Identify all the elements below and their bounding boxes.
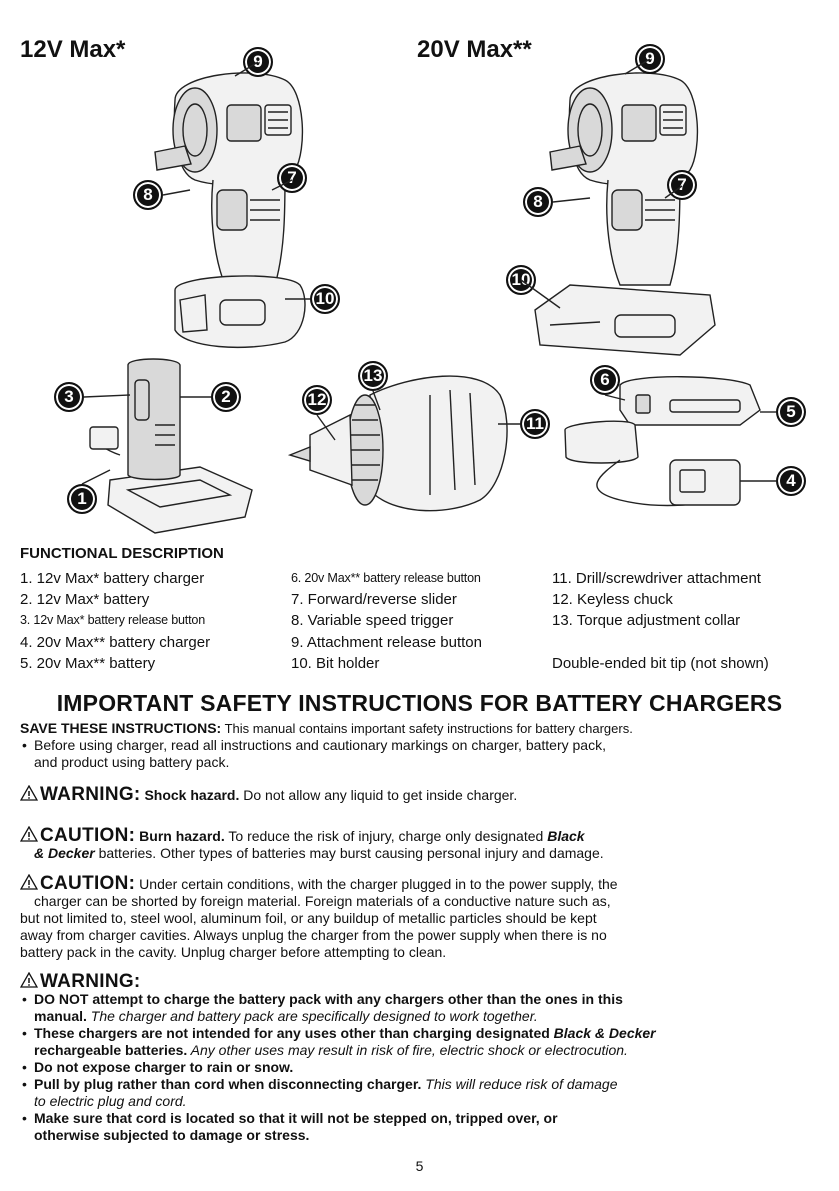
before-line-1: Before using charger, read all instructi… <box>34 737 606 753</box>
caution2-line-3: but not limited to, steel wool, aluminum… <box>20 910 597 926</box>
callout-1: 1 <box>67 484 97 514</box>
caution2-line-2: charger can be shorted by foreign materi… <box>34 893 611 909</box>
caution2-line-4: away from charger cavities. Always unplu… <box>20 927 607 943</box>
fd-spacer <box>552 632 769 653</box>
drill-20v-illustration <box>534 72 716 356</box>
model-title-20v: 20V Max** <box>417 36 532 63</box>
w2-b4-ital: This will reduce risk of damage <box>421 1076 618 1092</box>
fd-item-1: 1. 12v Max* battery charger <box>20 570 205 587</box>
caution1-text2: batteries. Other types of batteries may … <box>94 845 604 861</box>
fd-item-7: 7. Forward/reverse slider <box>291 591 457 609</box>
warning-triangle-icon <box>19 784 39 801</box>
w2-b3-bold: Do not expose charger to rain or snow. <box>34 1059 294 1075</box>
caution1-text: To reduce the risk of injury, charge onl… <box>224 828 548 844</box>
callout-7-12v: 7 <box>277 163 307 193</box>
warning-shock: WARNING: Shock hazard. Do not allow any … <box>19 784 825 805</box>
w2-b5-bold2: otherwise subjected to damage or stress. <box>34 1127 310 1143</box>
callout-10-20v: 10 <box>506 265 536 295</box>
w2-b2-bold2: rechargeable batteries. <box>34 1042 188 1058</box>
fd-item-4: 4. 20v Max** battery charger <box>20 633 211 651</box>
page-number: 5 <box>415 1158 424 1174</box>
functional-description-title: FUNCTIONAL DESCRIPTION <box>20 545 224 562</box>
callout-6: 6 <box>590 365 620 395</box>
caution2-line-5: battery pack in the cavity. Unplug charg… <box>20 944 447 960</box>
warning-bullet-5: Make sure that cord is located so that i… <box>20 1110 825 1127</box>
warning1-text: Do not allow any liquid to get inside ch… <box>239 787 518 803</box>
caution-burn: CAUTION: Burn hazard. To reduce the risk… <box>19 825 825 862</box>
callout-11: 11 <box>520 409 550 439</box>
caution-short: CAUTION: Under certain conditions, with … <box>19 873 825 961</box>
callout-7-20v: 7 <box>667 170 697 200</box>
w2-b2-bold: These chargers are not intended for any … <box>34 1025 554 1041</box>
burn-hazard: Burn hazard. <box>139 828 225 844</box>
callout-10-12v: 10 <box>310 284 340 314</box>
drill-attachment-illustration <box>287 375 508 512</box>
warning-triangle-icon <box>19 971 39 988</box>
shock-hazard: Shock hazard. <box>144 787 240 803</box>
caution2-line-1: Under certain conditions, with the charg… <box>135 876 618 892</box>
save-text: This manual contains important safety in… <box>221 721 633 736</box>
fd-column-2: 6. 20v Max** battery release button 7. F… <box>291 568 482 674</box>
caution-label: CAUTION: <box>40 825 136 846</box>
charger-20v-illustration <box>564 376 761 507</box>
fd-item-3: 3. 12v Max* battery release button <box>20 613 206 628</box>
safety-section-title: IMPORTANT SAFETY INSTRUCTIONS FOR BATTER… <box>56 690 783 716</box>
save-label: SAVE THESE INSTRUCTIONS: <box>20 720 222 736</box>
charger-12v-illustration <box>89 358 253 534</box>
w2-b1-ital: The charger and battery pack are specifi… <box>86 1008 538 1024</box>
fd-item-5: 5. 20v Max** battery <box>20 654 156 672</box>
callout-12: 12 <box>302 385 332 415</box>
model-title-12v: 12V Max* <box>20 36 126 63</box>
callout-4: 4 <box>776 466 806 496</box>
w2-b2-brand: Black & Decker <box>553 1025 656 1041</box>
w2-b5-bold: Make sure that cord is located so that i… <box>34 1110 558 1126</box>
callout-3: 3 <box>54 382 84 412</box>
callout-9-12v: 9 <box>243 47 273 77</box>
w2-b4-ital2: to electric plug and cord. <box>34 1093 187 1109</box>
before-line-2: and product using battery pack. <box>34 754 230 770</box>
warning-bullet-2: These chargers are not intended for any … <box>20 1025 825 1042</box>
fd-item-11: 11. Drill/screwdriver attachment <box>552 570 761 587</box>
brand-decker: & Decker <box>34 845 95 861</box>
fd-item-8: 8. Variable speed trigger <box>291 612 454 630</box>
warning-triangle-icon <box>19 825 39 842</box>
leader-lines <box>81 58 776 485</box>
fd-item-12: 12. Keyless chuck <box>552 591 673 609</box>
callout-5: 5 <box>776 397 806 427</box>
drill-12v-illustration <box>154 72 306 349</box>
fd-item-13: 13. Torque adjustment collar <box>552 612 741 630</box>
caution-label: CAUTION: <box>40 873 136 894</box>
warning-label: WARNING: <box>40 971 141 992</box>
callout-8-12v: 8 <box>133 180 163 210</box>
before-using-bullet: Before using charger, read all instructi… <box>20 737 825 754</box>
warning-triangle-icon <box>19 873 39 890</box>
w2-b4-bold: Pull by plug rather than cord when disco… <box>34 1076 422 1092</box>
fd-item-bit-tip: Double-ended bit tip (not shown) <box>552 654 769 672</box>
fd-item-2: 2. 12v Max* battery <box>20 591 150 609</box>
w2-b2-ital: Any other uses may result in risk of fir… <box>187 1042 628 1058</box>
warning-label: WARNING: <box>40 784 141 805</box>
brand-black: Black <box>547 828 585 844</box>
fd-item-9: 9. Attachment release button <box>291 633 482 651</box>
callout-8-20v: 8 <box>523 187 553 217</box>
warning-bullet-1: DO NOT attempt to charge the battery pac… <box>20 991 825 1008</box>
w2-b1-bold2: manual. <box>34 1008 87 1024</box>
callout-13: 13 <box>358 361 388 391</box>
save-instructions: SAVE THESE INSTRUCTIONS: This manual con… <box>20 720 825 771</box>
w2-b1-bold: DO NOT attempt to charge the battery pac… <box>34 991 623 1007</box>
warning-bullet-4: Pull by plug rather than cord when disco… <box>20 1076 825 1093</box>
fd-column-1: 1. 12v Max* battery charger 2. 12v Max* … <box>20 568 210 674</box>
fd-item-6: 6. 20v Max** battery release button <box>291 571 481 585</box>
warning-bullet-3: Do not expose charger to rain or snow. <box>20 1059 825 1076</box>
fd-item-10: 10. Bit holder <box>291 654 380 672</box>
fd-column-3: 11. Drill/screwdriver attachment 12. Key… <box>552 568 769 674</box>
warning-list: WARNING: DO NOT attempt to charge the ba… <box>19 971 825 1144</box>
callout-2: 2 <box>211 382 241 412</box>
